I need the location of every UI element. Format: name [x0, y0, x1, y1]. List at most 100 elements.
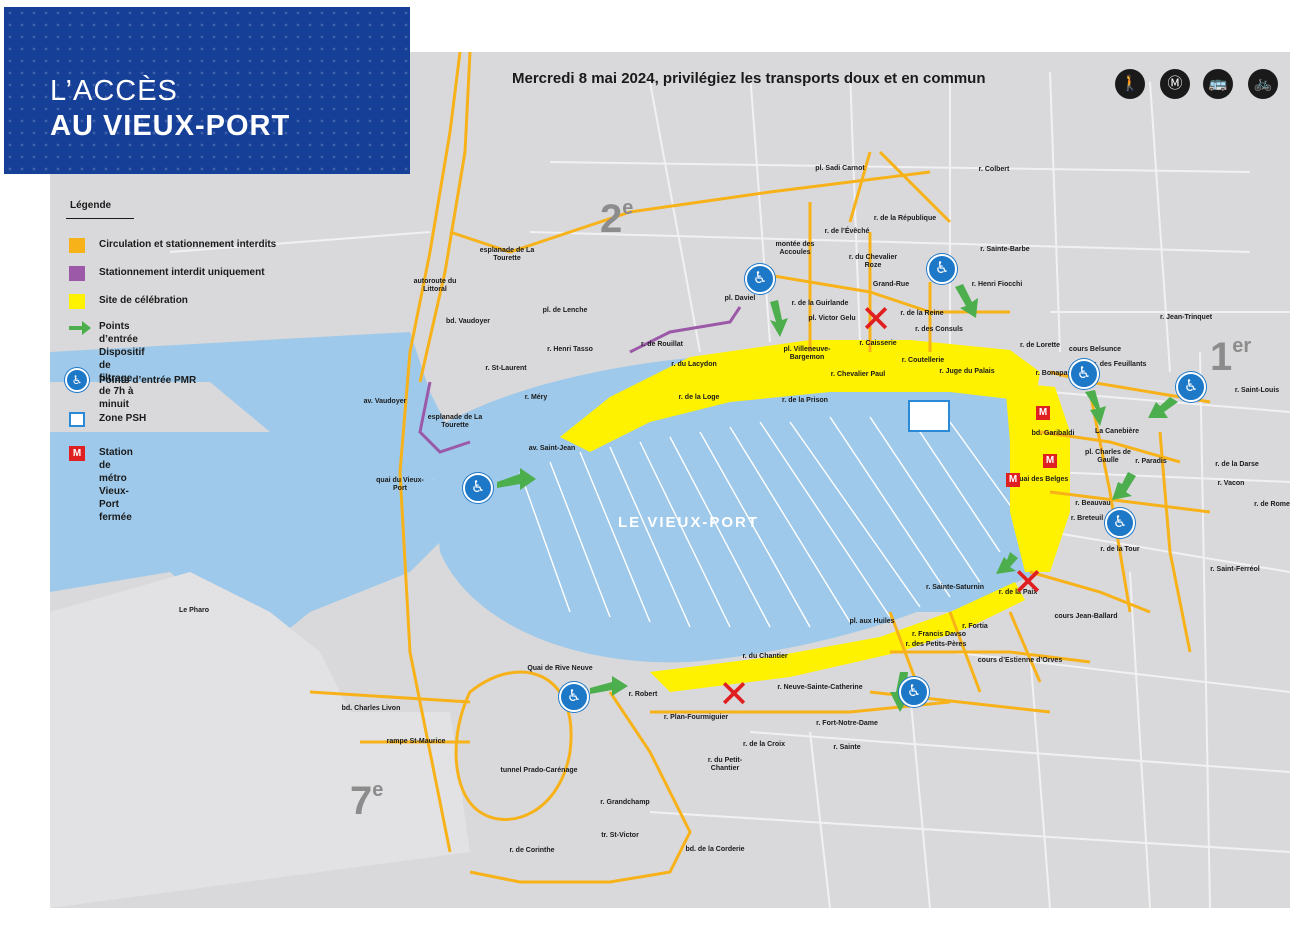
street-label: La Canebière [1095, 428, 1139, 435]
street-label: Quai des Belges [1013, 476, 1069, 483]
pmr-entry-icon[interactable]: ♿ [1069, 359, 1099, 389]
header-title-line2: AU VIEUX-PORT [50, 110, 291, 142]
street-label: av. Saint-Jean [528, 445, 576, 452]
pmr-entry-icon[interactable]: ♿ [463, 473, 493, 503]
street-label: r. des Feuillants [1093, 361, 1147, 368]
closed-cross-icon: ✕ [718, 674, 750, 716]
outer-sea [50, 432, 470, 652]
banner-text: Mercredi 8 mai 2024, privilégiez les tra… [512, 70, 986, 87]
pmr-entry-icon: ♿ [65, 368, 89, 392]
street-label: r. Sainte-Barbe [980, 246, 1030, 253]
street-label: autoroute du Littoral [413, 278, 457, 293]
street-label: r. Bonaparte [1035, 370, 1077, 377]
street-label: r. de la Tour [1100, 546, 1140, 553]
street-label: rampe St-Maurice [386, 738, 446, 745]
street-label: Quai de Rive Neuve [527, 665, 593, 672]
street-label: bd. Vaudoyer [446, 318, 490, 325]
street-label: tunnel Prado-Carénage [500, 767, 578, 774]
street-label: bd. Charles Livon [341, 705, 401, 712]
street-label: r. Henri Tasso [547, 346, 593, 353]
street-label: pl. de Lenche [542, 307, 588, 314]
closed-cross-icon: ✕ [1012, 562, 1044, 604]
street-label: r. de Rome [1254, 501, 1290, 508]
header-title-line1: L’ACCÈS [50, 75, 178, 107]
pmr-entry-icon[interactable]: ♿ [559, 682, 589, 712]
street-label: r. de la Loge [678, 394, 720, 401]
street-label: r. Saint-Louis [1234, 387, 1280, 394]
legend-label: Zone PSH [99, 413, 147, 424]
green-arrow-icon [69, 321, 91, 335]
street-label: pl. Daviel [724, 295, 756, 302]
psh-swatch [69, 412, 85, 427]
legend-label: Circulation et stationnement interdits [99, 239, 277, 250]
street-label: tr. St-Victor [601, 832, 639, 839]
metro-closed-icon: M [1043, 454, 1057, 468]
street-label: r. de la Prison [782, 397, 828, 404]
street-label: r. Henri Fiocchi [971, 281, 1023, 288]
street-label: bd. de la Corderie [685, 846, 745, 853]
street-label: r. de la République [873, 215, 937, 222]
street-label: r. St-Laurent [485, 365, 527, 372]
street-label: r. de la Guirlande [791, 300, 849, 307]
street-label: av. Vaudoyer [363, 398, 407, 405]
street-label: r. Vacon [1217, 480, 1245, 487]
pmr-entry-icon[interactable]: ♿ [1176, 372, 1206, 402]
street-label: r. des Consuls [915, 326, 963, 333]
header-block: L’ACCÈS AU VIEUX-PORT [4, 7, 410, 174]
street-label: r. de la Darse [1215, 461, 1259, 468]
pmr-entry-icon[interactable]: ♿ [899, 677, 929, 707]
street-label: cours d’Estienne d’Orves [977, 657, 1063, 664]
street-label: pl. Victor Gelu [808, 315, 856, 322]
pedestrian-icon: 🚶 [1115, 69, 1145, 99]
street-label: montée des Accoules [775, 241, 815, 256]
street-label: r. Juge du Palais [939, 368, 995, 375]
district-7-label: 7e [350, 779, 384, 823]
street-label: bd. Garibaldi [1031, 430, 1075, 437]
street-label: r. Beauvau [1075, 500, 1111, 507]
pmr-entry-icon[interactable]: ♿ [1105, 508, 1135, 538]
street-label: r. de Corinthe [509, 847, 555, 854]
street-label: r. du Petit-Chantier [707, 757, 743, 772]
street-label: Le Pharo [179, 607, 209, 614]
legend-title: Légende [70, 200, 112, 211]
pmr-entry-icon[interactable]: ♿ [745, 264, 775, 294]
street-label: pl. Charles de Gaulle [1085, 449, 1131, 464]
street-label: r. du Lacydon [671, 361, 717, 368]
parking-only-streets [418, 306, 742, 454]
street-label: r. Paradis [1135, 458, 1167, 465]
street-label: pl. Sadi Carnot [815, 165, 865, 172]
pharo-land [50, 572, 470, 908]
street-label: esplanade de La Tourette [479, 247, 535, 262]
street-label: Grand-Rue [872, 281, 910, 288]
metro-closed-icon: M [1036, 406, 1050, 420]
closed-cross-icon: ✕ [860, 299, 892, 341]
district-2-label: 2e [600, 197, 634, 241]
street-label: r. Sainte-Saturnin [926, 584, 984, 591]
street-label: r. Robert [628, 691, 658, 698]
street-label: r. Caisserie [859, 340, 897, 347]
celebration-zone-east [1005, 382, 1070, 572]
street-label: r. Fort-Notre-Dame [816, 720, 878, 727]
street-label: r. de Lorette [1019, 342, 1061, 349]
legend-swatch [69, 266, 85, 281]
street-label: r. Chevalier Paul [830, 371, 886, 378]
street-label: r. Francis Davso [911, 631, 967, 638]
street-label: pl. Villeneuve-Bargemon [783, 346, 831, 361]
metro-icon: Ⓜ [1160, 69, 1190, 99]
pmr-entry-icon[interactable]: ♿ [927, 254, 957, 284]
legend-label: Site de célébration [99, 295, 188, 306]
street-label: r. Méry [524, 394, 548, 401]
street-label: r. de la Croix [742, 741, 786, 748]
street-label: pl. aux Huiles [849, 618, 895, 625]
legend-swatch [69, 294, 85, 309]
legend-swatch [69, 238, 85, 253]
pontoons [519, 416, 1016, 628]
street-label: r. du Chevalier Roze [848, 254, 898, 269]
celebration-zone-north [560, 340, 1040, 452]
legend-label: Station de métro Vieux-Port fermée [99, 447, 133, 523]
street-label: r. de Rouillat [640, 341, 684, 348]
map-frame[interactable]: 2e 1er 7e LE VIEUX-PORT pl. Sadi Carnot … [50, 52, 1290, 908]
street-label: r. Colbert [978, 166, 1010, 173]
street-label: cours Jean-Ballard [1054, 613, 1118, 620]
port-name-label: LE VIEUX-PORT [618, 514, 760, 531]
